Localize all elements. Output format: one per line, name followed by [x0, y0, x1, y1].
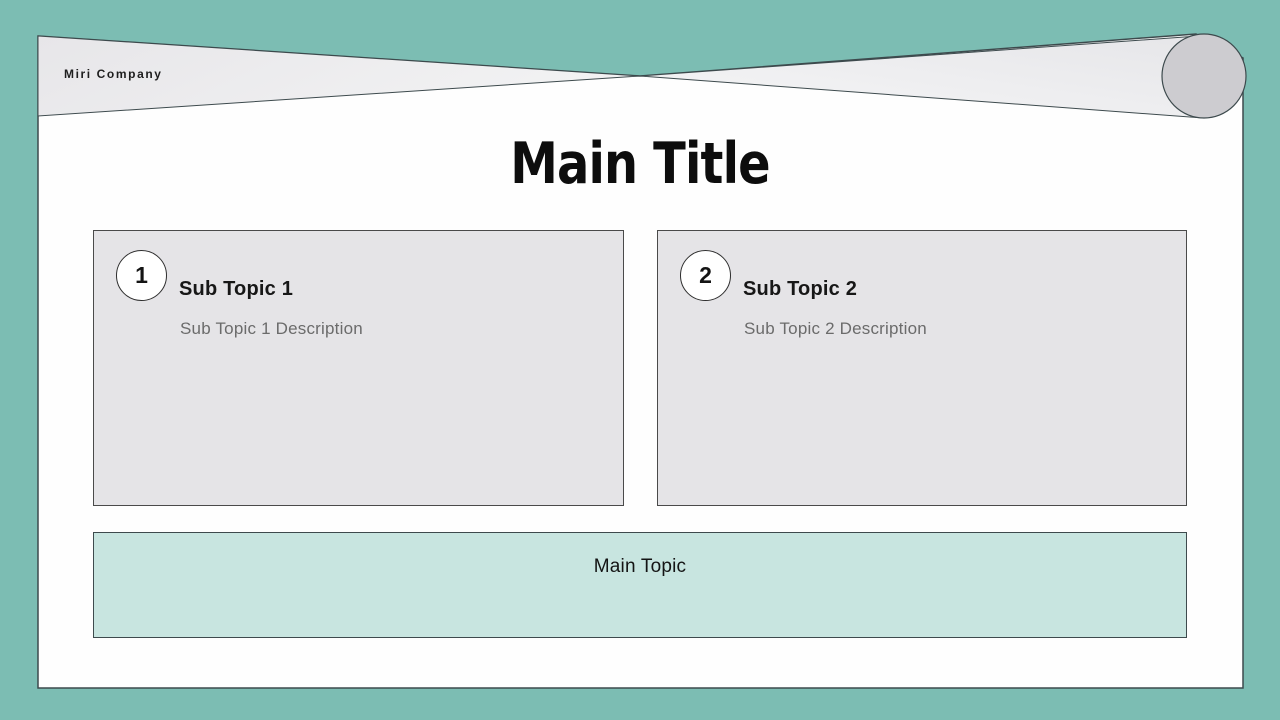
- subtopic-1-number-badge: 1: [116, 250, 167, 301]
- subtopic-card-2[interactable]: 2 Sub Topic 2 Sub Topic 2 Description: [657, 230, 1187, 506]
- subtopic-2-title: Sub Topic 2: [743, 278, 858, 300]
- ribbon-left-wedge: [37, 35, 641, 117]
- main-topic-box[interactable]: Main Topic: [93, 532, 1187, 638]
- subtopic-2-number: 2: [699, 262, 712, 288]
- main-topic-label: Main Topic: [593, 556, 687, 577]
- subtopic-1-number: 1: [135, 262, 148, 288]
- subtopic-card-1[interactable]: 1 Sub Topic 1 Sub Topic 1 Description: [93, 230, 624, 506]
- subtopic-1-description: Sub Topic 1 Description: [180, 319, 363, 338]
- subtopic-2-number-badge: 2: [680, 250, 731, 301]
- brand-label: Miri Company: [64, 67, 163, 81]
- subtopic-2-description: Sub Topic 2 Description: [744, 319, 927, 338]
- slide-title[interactable]: Main Title: [510, 131, 770, 197]
- subtopic-1-title: Sub Topic 1: [179, 278, 294, 300]
- ribbon-knob: [1161, 33, 1247, 119]
